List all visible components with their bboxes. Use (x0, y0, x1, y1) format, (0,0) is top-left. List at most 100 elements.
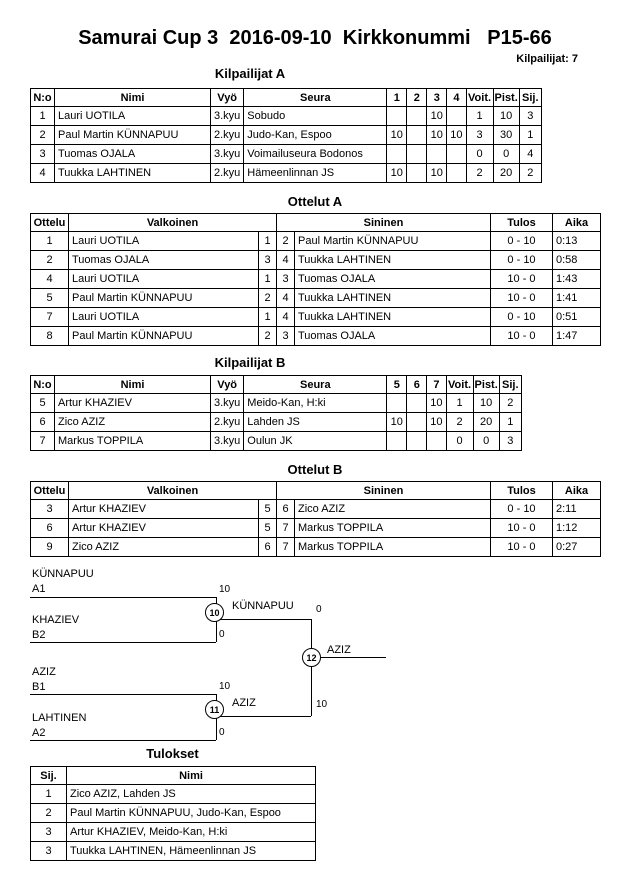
cell-result: 10 - 0 (490, 518, 553, 538)
table-row: 3 Artur KHAZIEV, Meido-Kan, H:ki (30, 822, 316, 842)
table-row: 8 Paul Martin KÜNNAPUU 2 3 Tuomas OJALA … (30, 326, 601, 346)
cell-club: Oulun JK (243, 431, 388, 451)
cell-white-name: Paul Martin KÜNNAPUU (68, 288, 259, 308)
col-header-place: Sij. (30, 766, 67, 785)
cell-place: 3 (498, 431, 522, 451)
bracket-sf1-bottom-seed: B2 (32, 629, 46, 641)
pool-a-heading: Kilpailijat A (214, 66, 286, 81)
bracket-connector-final (311, 619, 312, 716)
cell-no: 7 (30, 431, 55, 451)
table-row: 7 Markus TOPPILA 3.kyu Oulun JK 0 0 3 (30, 431, 522, 451)
bracket-sf1-winner: KÜNNAPUU (232, 600, 294, 612)
cell-belt: 3.kyu (209, 106, 245, 126)
cell-name: Tuukka LAHTINEN (54, 163, 211, 183)
table-row: 1 Zico AZIZ, Lahden JS (30, 784, 316, 804)
pool-a-table: N:o Nimi Vyö Seura 1 2 3 4 Voit. Pist. S… (30, 88, 542, 183)
cell-result: 10 - 0 (490, 326, 553, 346)
matches-a-heading: Ottelut A (287, 194, 343, 209)
cell-result: 10 - 0 (490, 288, 553, 308)
cell-place: 1 (30, 784, 67, 804)
cell-belt: 3.kyu (209, 431, 245, 451)
cell-points: 0 (472, 431, 500, 451)
table-row: 3 Tuomas OJALA 3.kyu Voimailuseura Bodon… (30, 144, 542, 164)
cell-belt: 3.kyu (209, 144, 245, 164)
cell-time: 0:13 (552, 231, 601, 251)
col-header-no: N:o (30, 375, 55, 394)
cell-club: Judo-Kan, Espoo (243, 125, 388, 145)
table-row: 6 Zico AZIZ 2.kyu Lahden JS 10 10 2 20 1 (30, 412, 522, 432)
cell-place: 3 (30, 822, 67, 842)
cell-no: 4 (30, 163, 55, 183)
match-number-badge-final: 12 (302, 648, 321, 667)
cell-place: 3 (518, 106, 542, 126)
bracket-sf2-winner: AZIZ (232, 697, 256, 709)
bracket-sf1-top-seed: A1 (32, 583, 46, 595)
cell-blue-name: Tuomas OJALA (294, 326, 491, 346)
table-row: 4 Tuukka LAHTINEN 2.kyu Hämeenlinnan JS … (30, 163, 542, 183)
cell-place: 2 (30, 803, 67, 823)
competitors-count: Kilpailijat: 7 (516, 53, 578, 65)
bracket-winner-line-final (311, 657, 386, 658)
match-number-badge-sf1: 10 (205, 603, 224, 622)
cell-place: 3 (30, 841, 67, 861)
cell-blue-name: Markus TOPPILA (294, 537, 491, 557)
bracket-sf2-top-score: 10 (219, 681, 231, 692)
cell-r4 (446, 163, 467, 183)
cell-time: 0:51 (552, 307, 601, 327)
cell-name: Paul Martin KÜNNAPUU, Judo-Kan, Espoo (66, 803, 316, 823)
bracket-sf2-bottom-name: LAHTINEN (32, 712, 87, 724)
cell-blue-no: 7 (276, 537, 295, 557)
table-row: 6 Artur KHAZIEV 5 7 Markus TOPPILA 10 - … (30, 518, 601, 538)
col-header-club: Seura (243, 88, 388, 107)
header-row: Ottelu Valkoinen Sininen Tulos Aika (30, 213, 601, 232)
cell-r3: 10 (426, 393, 447, 413)
cell-name: Artur KHAZIEV, Meido-Kan, H:ki (66, 822, 316, 842)
col-header-time: Aika (552, 481, 601, 500)
cell-time: 1:47 (552, 326, 601, 346)
header-row: Ottelu Valkoinen Sininen Tulos Aika (30, 481, 601, 500)
bracket-sf1-top-name: KÜNNAPUU (32, 568, 94, 580)
table-row: 5 Paul Martin KÜNNAPUU 2 4 Tuukka LAHTIN… (30, 288, 601, 308)
table-row: 1 Lauri UOTILA 1 2 Paul Martin KÜNNAPUU … (30, 231, 601, 251)
bracket-sf1-bottom-name: KHAZIEV (32, 614, 80, 626)
cell-r3: 10 (426, 163, 448, 183)
header-row: Sij. Nimi (30, 766, 316, 785)
cell-place: 1 (518, 125, 542, 145)
page-title: Samurai Cup 3 2016-09-10 Kirkkonummi P15… (78, 27, 552, 49)
match-number-badge-sf2: 11 (205, 700, 224, 719)
cell-white-name: Zico AZIZ (68, 537, 259, 557)
cell-points: 20 (472, 412, 500, 432)
cell-belt: 2.kyu (209, 412, 245, 432)
bracket-sf1-bottom-score: 0 (219, 629, 225, 640)
cell-white-name: Paul Martin KÜNNAPUU (68, 326, 259, 346)
matches-b-table: Ottelu Valkoinen Sininen Tulos Aika 3 Ar… (30, 481, 601, 557)
cell-club: Hämeenlinnan JS (243, 163, 388, 183)
col-header-place: Sij. (518, 88, 542, 107)
cell-r3: 10 (426, 412, 447, 432)
table-row: 9 Zico AZIZ 6 7 Markus TOPPILA 10 - 0 0:… (30, 537, 601, 557)
cell-r3 (426, 431, 447, 451)
cell-place: 2 (518, 163, 542, 183)
bracket-line-a2 (30, 740, 216, 741)
bracket-sf2-top-seed: B1 (32, 681, 46, 693)
header-row: N:o Nimi Vyö Seura 1 2 3 4 Voit. Pist. S… (30, 88, 542, 107)
table-row: 3 Tuukka LAHTINEN, Hämeenlinnan JS (30, 841, 316, 861)
bracket-sf1-top-score: 10 (219, 584, 231, 595)
col-header-belt: Vyö (209, 88, 245, 107)
matches-a-table: Ottelu Valkoinen Sininen Tulos Aika 1 La… (30, 213, 601, 346)
cell-match-no: 9 (30, 537, 69, 557)
pool-b-heading: Kilpailijat B (214, 355, 286, 370)
cell-name: Zico AZIZ, Lahden JS (66, 784, 316, 804)
bracket-final-winner: AZIZ (327, 644, 351, 656)
table-row: 2 Paul Martin KÜNNAPUU, Judo-Kan, Espoo (30, 803, 316, 823)
bracket-final-top-score: 0 (316, 604, 322, 615)
cell-club: Lahden JS (243, 412, 388, 432)
cell-blue-name: Tuukka LAHTINEN (294, 307, 491, 327)
bracket-line-b1 (30, 694, 216, 695)
cell-points: 20 (492, 163, 520, 183)
cell-belt: 2.kyu (209, 163, 245, 183)
col-header-points: Pist. (492, 88, 520, 107)
cell-blue-name: Tuomas OJALA (294, 269, 491, 289)
results-table: Sij. Nimi 1 Zico AZIZ, Lahden JS 2 Paul … (30, 766, 316, 861)
